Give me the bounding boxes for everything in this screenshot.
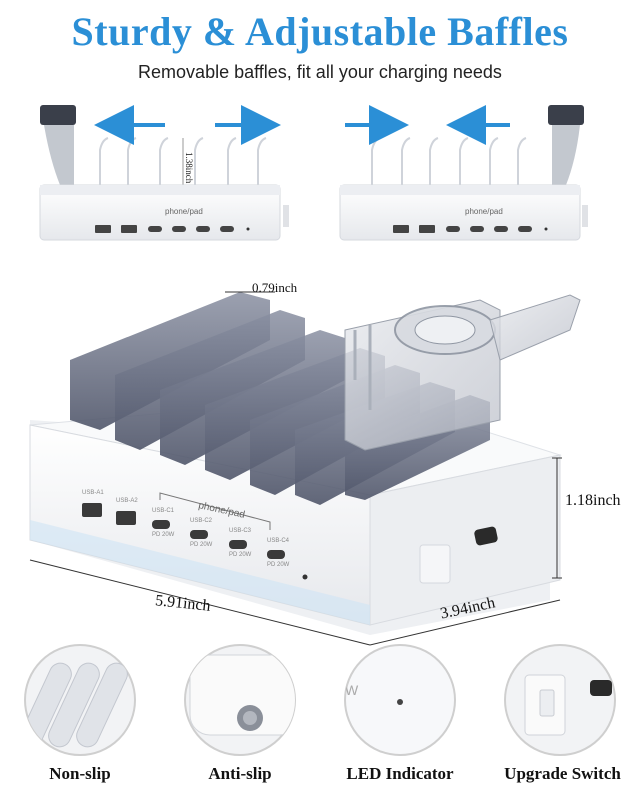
feature-label-anti-slip: Anti-slip — [208, 764, 272, 783]
port-label: USB-C1 — [152, 508, 175, 514]
power-label: PD 20W — [267, 562, 290, 568]
power-label: PD 20W — [152, 532, 175, 538]
feature-label-led-indicator: LED Indicator — [346, 764, 454, 783]
non-slip-pads-icon — [24, 644, 136, 756]
left-height-label: 1.38inch — [184, 152, 194, 184]
right-port-group-label: phone/pad — [465, 207, 503, 216]
main-product — [29, 291, 581, 646]
right-small-view — [339, 105, 588, 241]
height-label: 1.18inch — [565, 492, 621, 509]
anti-slip-foot-icon — [184, 644, 296, 756]
port-label: USB-C4 — [267, 538, 290, 544]
feature-label-upgrade-switch: Upgrade Switch — [504, 764, 621, 783]
port-label: USB-C2 — [190, 518, 213, 524]
page-subtitle: Removable baffles, fit all your charging… — [138, 62, 502, 82]
port-label: USB-A1 — [82, 490, 104, 496]
port-label: USB-C3 — [229, 528, 252, 534]
baffle-gap-label: 0.79inch — [252, 280, 298, 295]
left-small-view — [39, 105, 289, 241]
power-label: PD 20W — [190, 542, 213, 548]
ports — [82, 492, 308, 580]
page-title: Sturdy & Adjustable Baffles — [71, 9, 569, 54]
switch-icon — [504, 644, 616, 756]
left-port-group-label: phone/pad — [165, 207, 203, 216]
led-indicator-icon: W — [344, 644, 456, 756]
svg-text:W: W — [345, 682, 359, 698]
clear-holder — [344, 294, 581, 451]
port-label: USB-A2 — [116, 498, 138, 504]
power-label: PD 20W — [229, 552, 252, 558]
feature-label-non-slip: Non-slip — [49, 764, 111, 783]
